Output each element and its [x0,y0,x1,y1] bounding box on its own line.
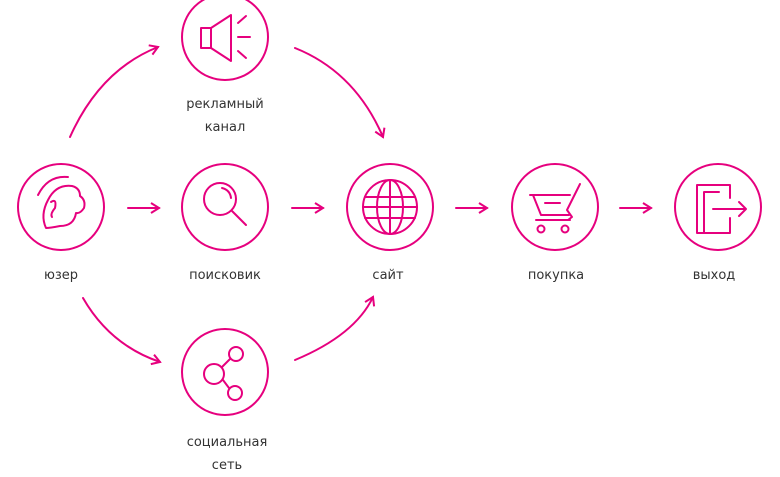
label-purchase: покупка [527,268,585,283]
label-social-line2: сеть [211,458,243,473]
share-icon [203,346,244,401]
arrow-social-to-site [294,295,376,361]
node-user [17,163,105,251]
label-social: социальная сеть [157,431,297,477]
exit-icon [696,184,747,234]
arrow-user-to-ad [69,44,160,138]
label-social-line1: социальная [186,435,268,450]
node-social [181,328,269,416]
label-exit: выход [692,268,736,283]
node-search [181,163,269,251]
label-site: сайт [372,268,404,283]
arrow-ad-to-site [294,47,386,139]
ear-icon [37,175,86,229]
node-site [346,163,434,251]
label-user: юзер [43,268,79,283]
label-search: поисковик [189,268,261,283]
cart-icon [529,183,581,234]
magnifier-icon [203,182,247,226]
label-ad: рекламный канал [155,93,295,139]
megaphone-icon [200,14,251,62]
node-ad [181,0,269,81]
arrow-user-to-social [82,297,162,366]
globe-icon [362,179,418,235]
node-purchase [511,163,599,251]
node-exit [674,163,762,251]
label-ad-line1: рекламный [186,97,264,112]
label-ad-line2: канал [204,120,246,135]
